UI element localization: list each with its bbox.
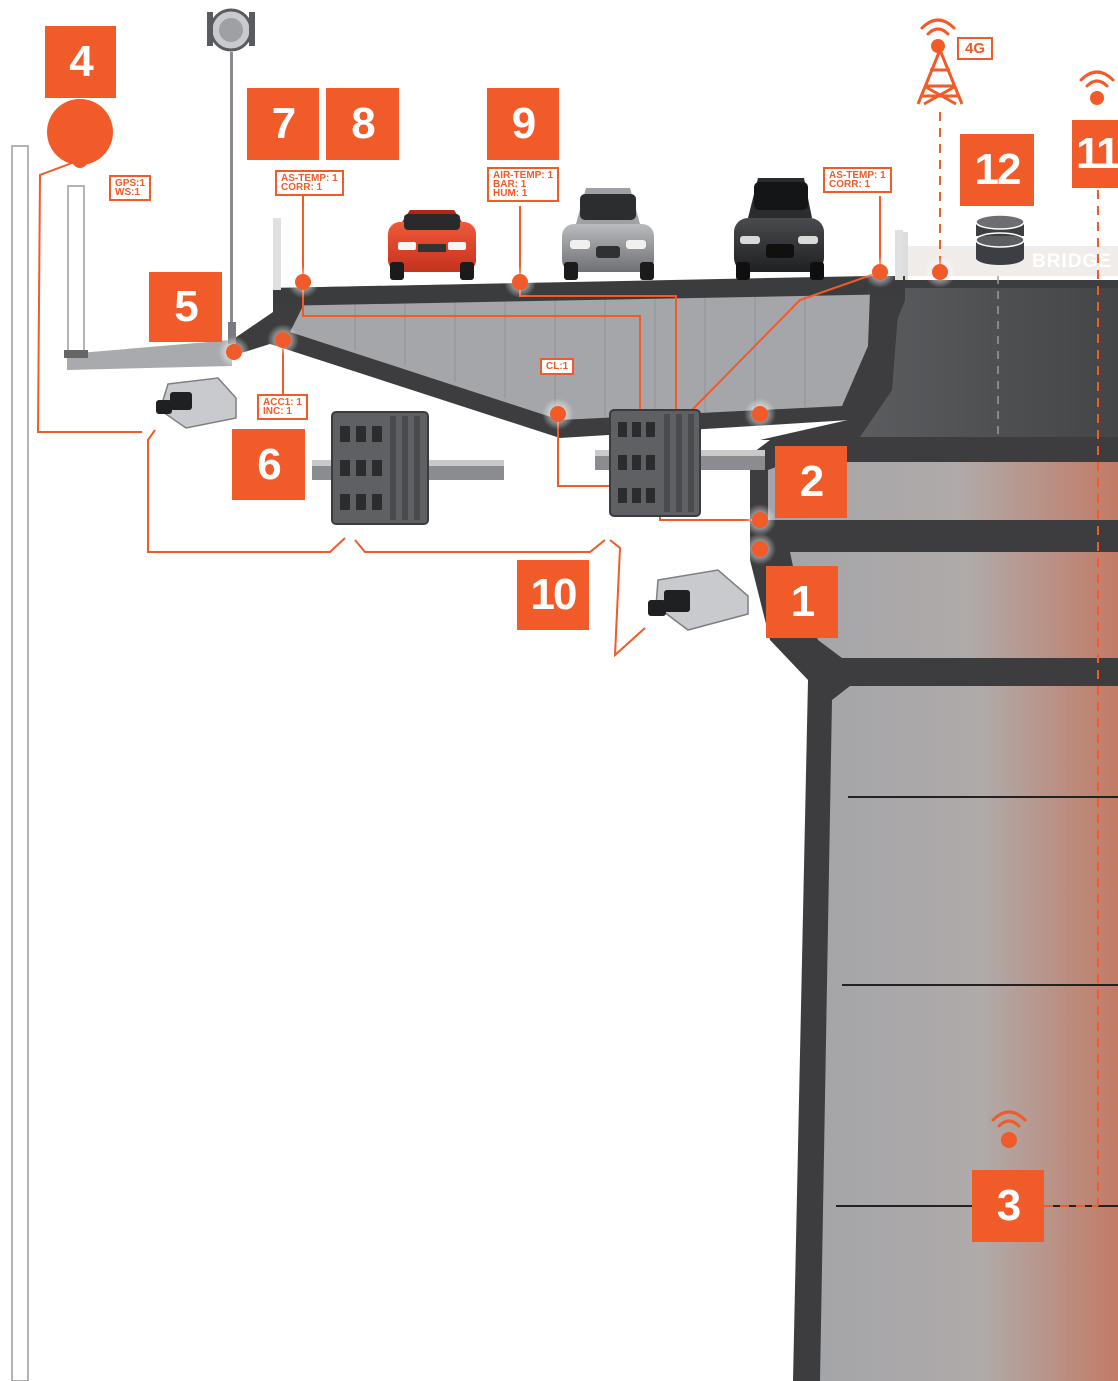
bridge-label: BRIDGE: [1032, 251, 1112, 273]
marker-7: 7: [247, 88, 319, 160]
car-icon: [562, 188, 654, 280]
marker-5: 5: [149, 272, 222, 342]
sensor-label-line: CORR: 1: [281, 183, 338, 192]
marker-12: 12: [960, 134, 1034, 206]
marker-3: 3: [972, 1170, 1044, 1242]
marker-2: 2: [775, 446, 847, 518]
junction-box-icon: [156, 378, 236, 428]
sensor-label-line: CORR: 1: [829, 180, 886, 189]
sensor-label-line: CL:1: [546, 362, 568, 371]
marker-1: 1: [766, 566, 838, 638]
node-2-top: [752, 406, 768, 422]
marker-4: 4: [45, 26, 116, 98]
data-logger-icon: [312, 412, 504, 524]
marker-6: 6: [232, 429, 305, 500]
node-2: [752, 512, 768, 528]
node-1: [752, 541, 768, 557]
car-icon: [388, 210, 476, 280]
node-12: [932, 264, 948, 280]
surface-sensor-right-label: AS-TEMP: 1 CORR: 1: [823, 167, 892, 193]
wifi-icon: [922, 20, 954, 53]
node-5: [226, 344, 242, 360]
marker-10: 10: [517, 560, 589, 630]
marker-11: 11: [1072, 120, 1118, 188]
junction-box-icon: [648, 570, 748, 630]
acc-inc-label: ACC1: 1 INC: 1: [257, 394, 308, 420]
network-4g-tag: 4G: [957, 37, 993, 60]
node-acc: [275, 332, 291, 348]
marker-8: 8: [326, 88, 399, 160]
car-icon: [734, 178, 824, 280]
weather-station-circle: [47, 99, 113, 165]
sensor-label-line: INC: 1: [263, 407, 302, 416]
node-weather: [512, 274, 528, 290]
gps-ws-label: GPS:1 WS:1: [109, 175, 151, 201]
node-surface-left: [295, 274, 311, 290]
database-icon: [976, 215, 1024, 265]
wifi-icon: [1081, 72, 1113, 105]
node-cl: [550, 406, 566, 422]
cl-label: CL:1: [540, 358, 574, 375]
left-lamp-pole: [12, 146, 28, 1381]
weather-sensor-label: AIR-TEMP: 1 BAR: 1 HUM: 1: [487, 167, 559, 202]
node-surface-right: [872, 264, 888, 280]
cell-tower-icon: [918, 50, 962, 104]
deck-lamp-post: [64, 186, 88, 358]
sensor-label-line: HUM: 1: [493, 189, 553, 198]
sensor-label-line: WS:1: [115, 188, 145, 197]
marker-9: 9: [487, 88, 559, 160]
surface-sensor-left-label: AS-TEMP: 1 CORR: 1: [275, 170, 344, 196]
